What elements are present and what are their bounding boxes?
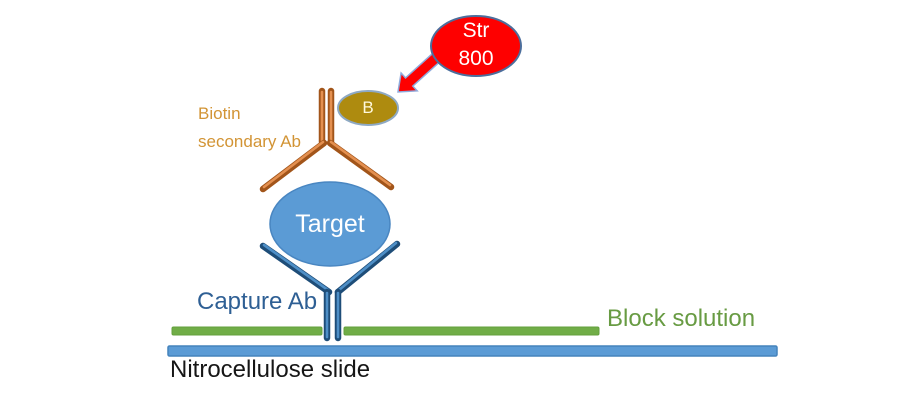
str800-label-line2: 800 bbox=[458, 47, 494, 70]
str800-arrow bbox=[397, 50, 443, 93]
secondary-ab-arm-right-highlight bbox=[329, 140, 392, 187]
str800-label: Str 800 bbox=[431, 17, 521, 73]
biotin-bead-ellipse bbox=[337, 90, 399, 126]
block-solution-bar-right bbox=[343, 326, 600, 336]
target-label: Target bbox=[295, 210, 365, 238]
block-solution-bar-left bbox=[171, 326, 323, 336]
secondary-ab-arm-left-highlight bbox=[262, 140, 325, 189]
str800-ellipse bbox=[430, 15, 522, 77]
block-solution-label: Block solution bbox=[607, 305, 756, 332]
target-ellipse bbox=[269, 181, 391, 267]
capture-ab-arm-left-highlight bbox=[262, 243, 330, 292]
nitrocellulose-bar bbox=[167, 345, 778, 357]
biotin-label-line2: secondary Ab bbox=[198, 132, 302, 151]
secondary-antibody-shape bbox=[259, 87, 395, 193]
capture-antibody-shape bbox=[259, 240, 401, 342]
biotin-bead-label: B bbox=[362, 98, 374, 117]
str800-label-line1: Str bbox=[462, 19, 490, 42]
capture-ab-label: Capture Ab bbox=[197, 288, 318, 315]
capture-ab-arm-right-highlight bbox=[337, 241, 398, 292]
biotin-secondary-ab-label: Biotin secondary Ab bbox=[198, 100, 301, 156]
biotin-label-line1: Biotin bbox=[198, 104, 241, 123]
nitrocellulose-slide-label: Nitrocellulose slide bbox=[170, 356, 371, 383]
